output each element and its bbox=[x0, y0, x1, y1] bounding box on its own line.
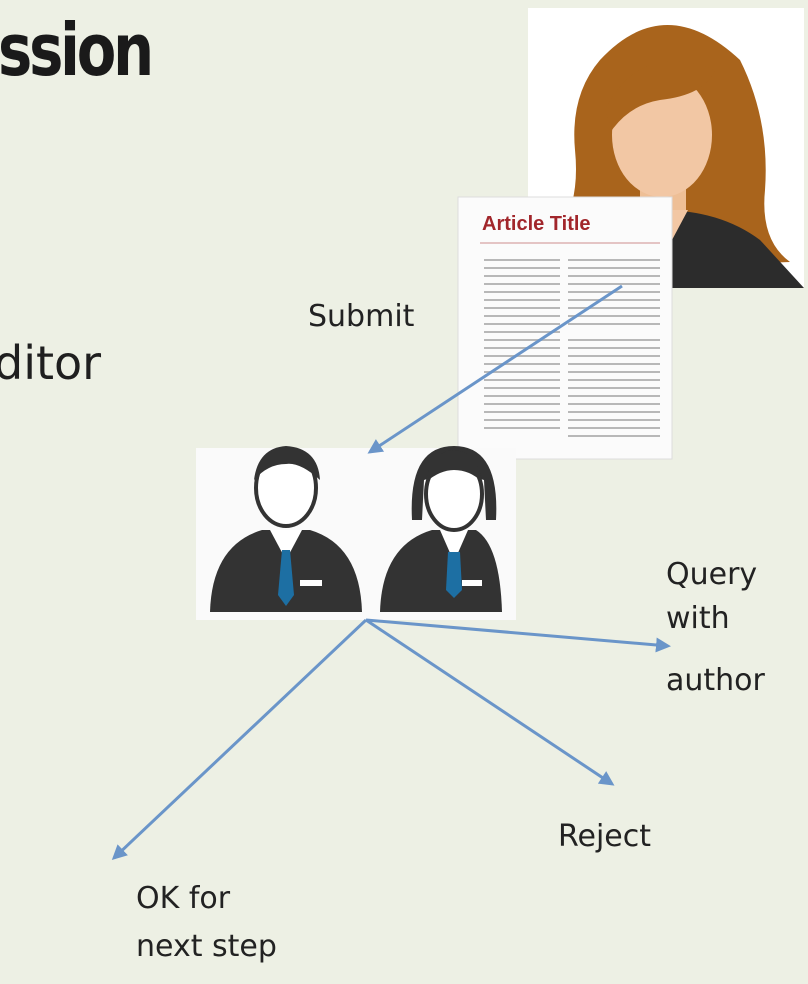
query-arrow bbox=[365, 618, 671, 653]
female-editor-icon bbox=[380, 446, 502, 612]
ok-arrow bbox=[111, 618, 368, 861]
ok-label-line1: OK for bbox=[136, 881, 231, 916]
reject-arrow bbox=[365, 618, 615, 786]
article-thumbnail: Article Title bbox=[457, 196, 673, 460]
submit-arrow bbox=[367, 284, 623, 454]
reject-label: Reject bbox=[558, 819, 652, 854]
query-label-line3: author bbox=[666, 663, 765, 698]
query-label-line1: Query bbox=[666, 557, 758, 592]
submit-label: Submit bbox=[308, 299, 415, 334]
query-label-line2: with bbox=[666, 601, 730, 636]
slide-title-fragment: ssion bbox=[0, 8, 154, 92]
male-editor-icon bbox=[210, 446, 362, 612]
subtitle-fragment: ditor bbox=[0, 336, 102, 390]
ok-label-line2: next step bbox=[136, 929, 277, 964]
article-title: Article Title bbox=[482, 213, 591, 235]
editors-illustration bbox=[196, 446, 516, 620]
